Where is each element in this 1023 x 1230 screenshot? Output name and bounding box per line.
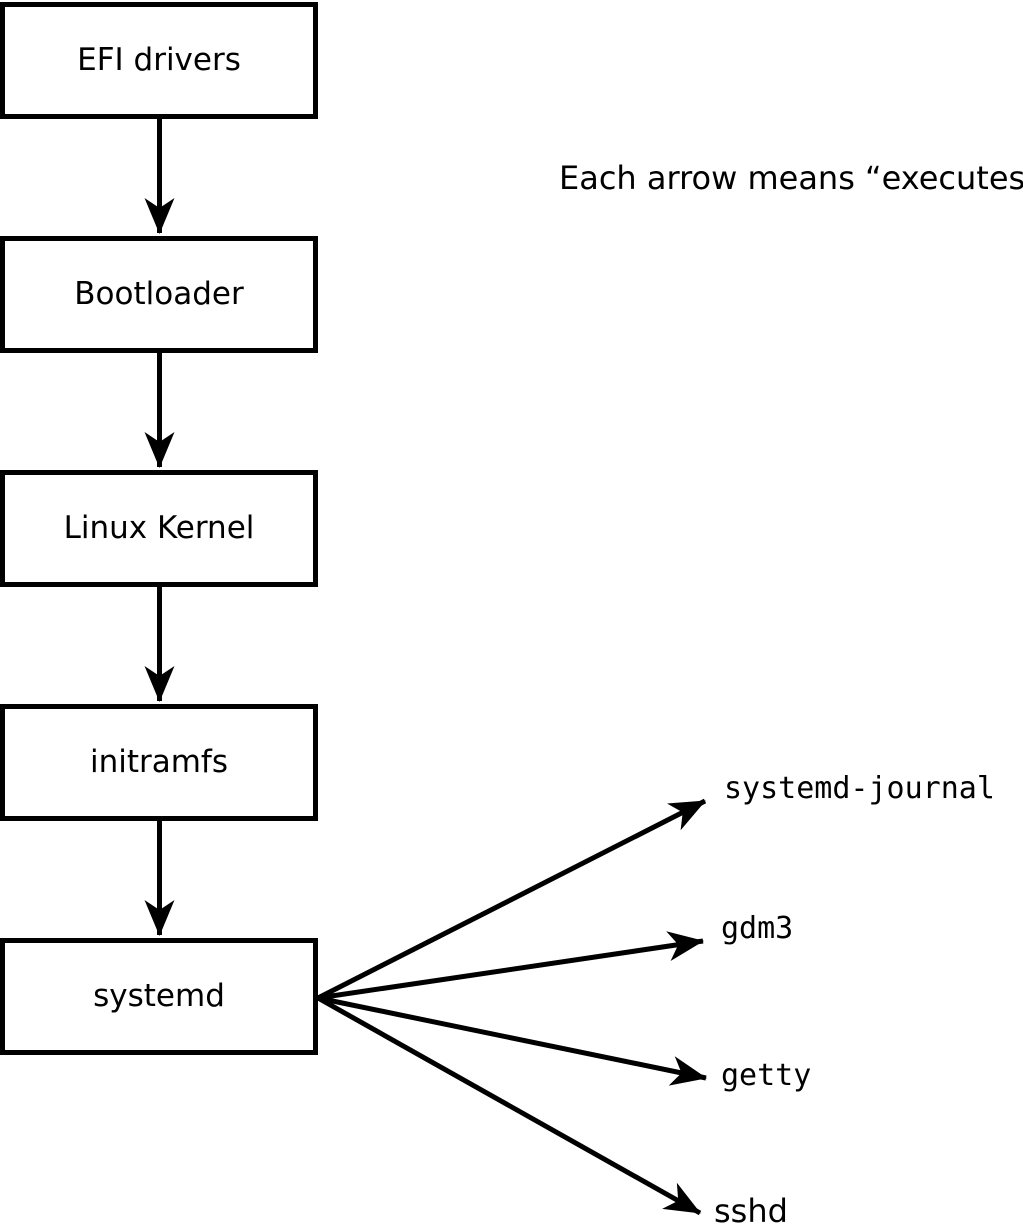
child-label-getty: getty xyxy=(721,1058,812,1093)
child-label-gdm3: gdm3 xyxy=(721,911,794,946)
arrow-systemd-to-sshd xyxy=(316,995,702,1216)
node-initramfs-label: initramfs xyxy=(89,744,229,780)
child-label-systemd-journal: systemd-journal xyxy=(724,771,995,806)
child-label-sshd: sshd xyxy=(714,1192,788,1230)
node-linux-kernel-label: Linux Kernel xyxy=(63,510,255,546)
arrow-systemd-to-gdm3 xyxy=(317,931,704,1001)
node-systemd-label: systemd xyxy=(93,978,225,1014)
node-systemd: systemd xyxy=(0,938,318,1055)
node-initramfs: initramfs xyxy=(0,704,318,821)
node-efi-drivers-label: EFI drivers xyxy=(77,42,241,78)
arrow-systemd-to-systemd-journal xyxy=(316,798,707,1001)
arrow-meaning-note: Each arrow means “executes”. xyxy=(559,159,1023,197)
node-bootloader-label: Bootloader xyxy=(74,276,244,312)
node-linux-kernel: Linux Kernel xyxy=(0,470,318,587)
node-efi-drivers: EFI drivers xyxy=(0,2,318,119)
node-bootloader: Bootloader xyxy=(0,236,318,353)
arrow-systemd-to-getty xyxy=(317,995,707,1086)
